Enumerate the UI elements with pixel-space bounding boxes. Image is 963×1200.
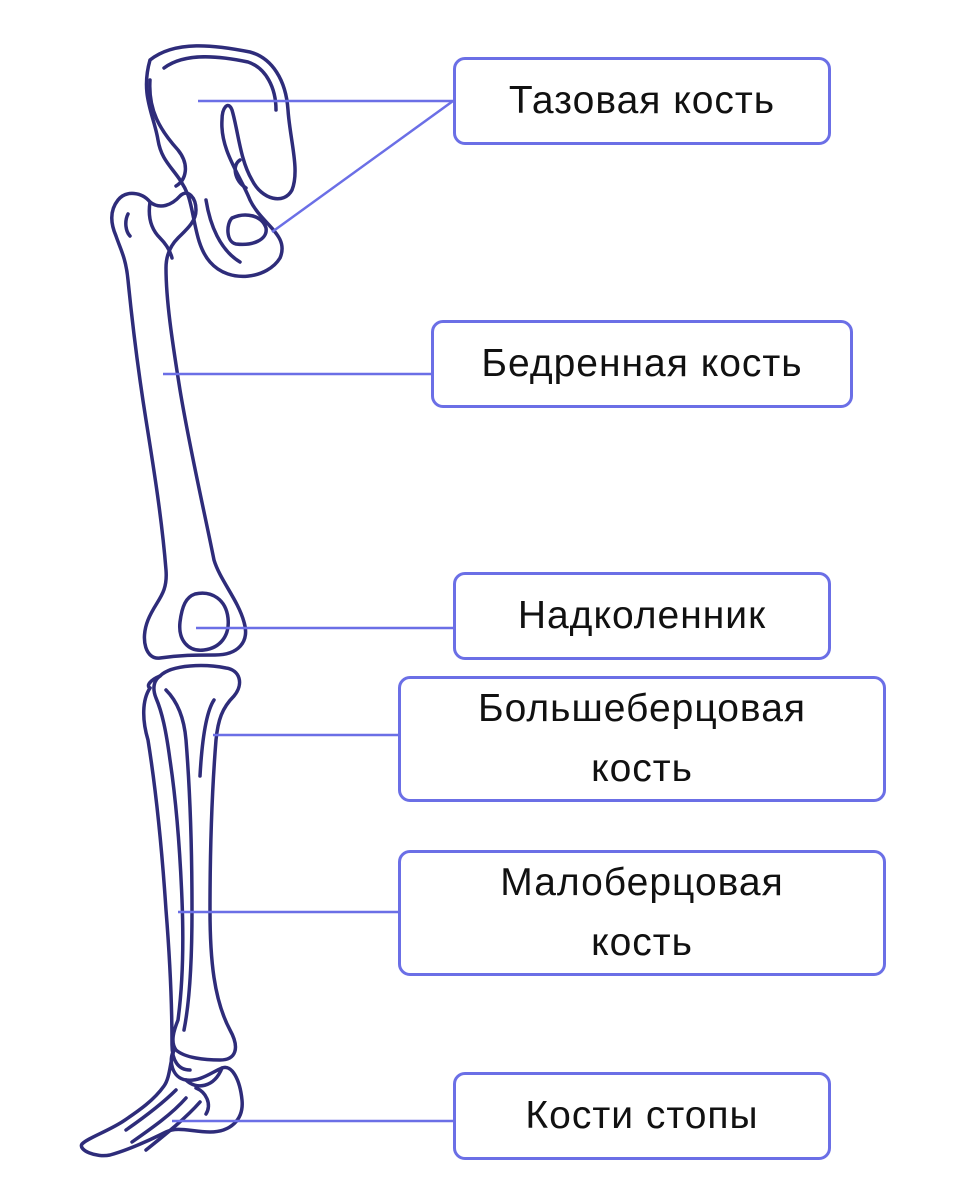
label-patella: Надколенник bbox=[453, 572, 831, 660]
label-femur-text: Бедренная кость bbox=[481, 341, 803, 385]
leader-pelvis-lower bbox=[271, 99, 454, 234]
pelvis-bone bbox=[144, 44, 297, 279]
label-tibia-text: Большеберцовая кость bbox=[478, 679, 806, 800]
label-foot-text: Кости стопы bbox=[525, 1093, 759, 1137]
label-fibula-line2: кость bbox=[591, 921, 693, 964]
label-fibula: Малоберцовая кость bbox=[398, 850, 886, 976]
tibia-bone bbox=[152, 663, 242, 1062]
foot-bones bbox=[79, 1048, 244, 1158]
label-tibia-line2: кость bbox=[591, 747, 693, 790]
label-tibia: Большеберцовая кость bbox=[398, 676, 886, 802]
label-fibula-line1: Малоберцовая bbox=[500, 860, 784, 904]
label-femur: Бедренная кость bbox=[431, 320, 853, 408]
label-fibula-text: Малоберцовая кость bbox=[500, 853, 783, 974]
label-pelvis: Тазовая кость bbox=[453, 57, 831, 145]
leader-lines bbox=[163, 99, 454, 1123]
fibula-bone bbox=[142, 674, 192, 1072]
label-tibia-line1: Большеберцовая bbox=[478, 686, 806, 730]
label-foot: Кости стопы bbox=[453, 1072, 831, 1160]
label-pelvis-text: Тазовая кость bbox=[508, 78, 776, 122]
label-patella-text: Надколенник bbox=[517, 593, 767, 637]
patella-bone bbox=[178, 591, 230, 652]
femur-bone bbox=[110, 191, 248, 660]
